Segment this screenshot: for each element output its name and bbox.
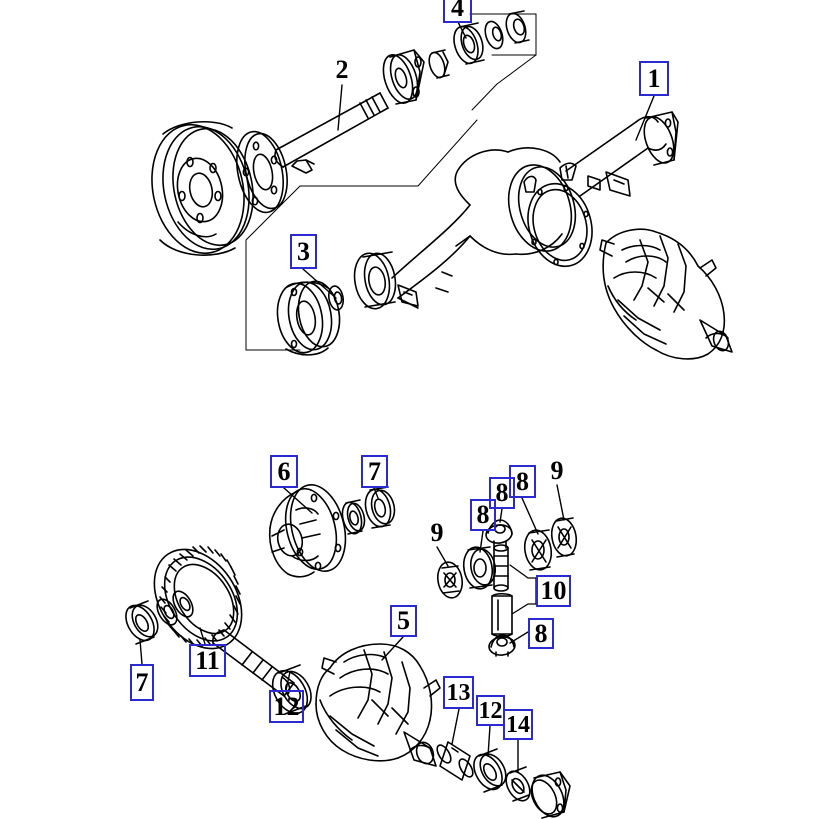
axle-shaft-flange: [382, 49, 425, 105]
brake-backing-plate: [276, 280, 341, 356]
axle-hub-flange: [236, 130, 288, 214]
axle-shim-ring: [327, 285, 345, 311]
part-callout-8[interactable]: 8: [528, 618, 554, 649]
pinion-spacer-rings: [156, 590, 194, 626]
pinion-bearing-7-lower: [125, 600, 159, 645]
part-callout-5[interactable]: 5: [390, 605, 417, 637]
part-callout-9[interactable]: 9: [430, 518, 444, 547]
differential-carrier-upper: [599, 228, 733, 360]
part-callout-12[interactable]: 12: [269, 690, 304, 723]
part-callout-4[interactable]: 4: [443, 0, 472, 23]
part-callout-14[interactable]: 14: [503, 709, 533, 740]
part-callout-12[interactable]: 12: [476, 695, 505, 726]
part-callout-6[interactable]: 6: [270, 455, 298, 488]
shaft-retainer-ring: [428, 49, 450, 79]
spider-gear-cluster: [436, 517, 578, 657]
part-callout-8[interactable]: 8: [509, 465, 536, 498]
part-callout-1[interactable]: 1: [639, 61, 669, 96]
part-callout-8[interactable]: 8: [489, 477, 515, 509]
part-callout-3[interactable]: 3: [290, 234, 317, 269]
part-callout-9[interactable]: 9: [550, 456, 564, 485]
projection-lines: [245, 13, 537, 351]
part-callout-13[interactable]: 13: [443, 676, 474, 709]
part-callout-7[interactable]: 7: [130, 664, 154, 701]
part-callout-2[interactable]: 2: [335, 55, 349, 84]
bearing-retainers: [484, 10, 530, 50]
differential-carrier-lower: [315, 643, 441, 767]
side-bearing-7-upper: [364, 486, 396, 529]
part-callout-7[interactable]: 7: [361, 455, 388, 488]
part-callout-11[interactable]: 11: [189, 644, 226, 677]
leader-lines: [139, 21, 655, 773]
axle-shaft: [274, 92, 389, 174]
part-callout-10[interactable]: 10: [536, 575, 571, 607]
case-bearing-race: [341, 499, 366, 535]
axle-housing: [391, 111, 679, 309]
companion-flange: [530, 771, 571, 819]
part-callout-8[interactable]: 8: [470, 499, 496, 531]
pinion-spacer-13: [436, 741, 474, 781]
pinion-bearing-12-right: [473, 748, 507, 793]
brake-drum: [151, 120, 254, 256]
